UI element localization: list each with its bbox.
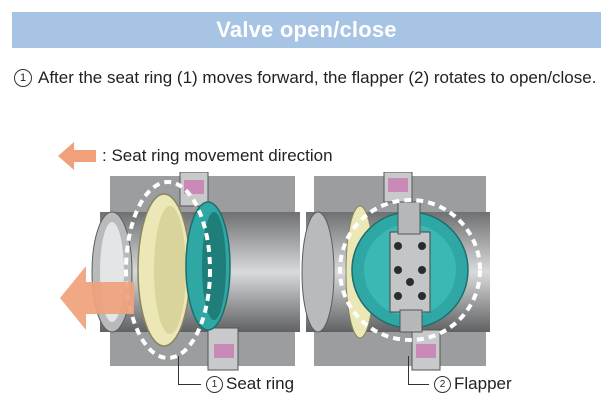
seat-ring-cutaway-figure bbox=[60, 172, 300, 371]
flapper-label: Flapper bbox=[454, 374, 512, 393]
flapper-cutaway-figure bbox=[301, 172, 490, 371]
seat-ring-leader-line bbox=[178, 356, 201, 385]
page-title: Valve open/close bbox=[216, 17, 397, 42]
flapper-leader-line bbox=[408, 356, 429, 385]
seat-ring-label: Seat ring bbox=[226, 374, 295, 393]
seat-ring-number-badge: 1 bbox=[206, 375, 223, 393]
movement-arrow-icon bbox=[60, 266, 134, 330]
legend-text: : Seat ring movement direction bbox=[102, 146, 333, 165]
legend: : Seat ring movement direction bbox=[58, 140, 333, 172]
step-description: 1 After the seat ring (1) moves forward, … bbox=[14, 66, 599, 89]
left-arrow-icon bbox=[58, 142, 96, 170]
step-text: After the seat ring (1) moves forward, t… bbox=[38, 68, 597, 87]
flapper-number-badge: 2 bbox=[434, 375, 451, 393]
step-number-badge: 1 bbox=[14, 69, 32, 87]
title-banner: Valve open/close bbox=[12, 12, 601, 48]
